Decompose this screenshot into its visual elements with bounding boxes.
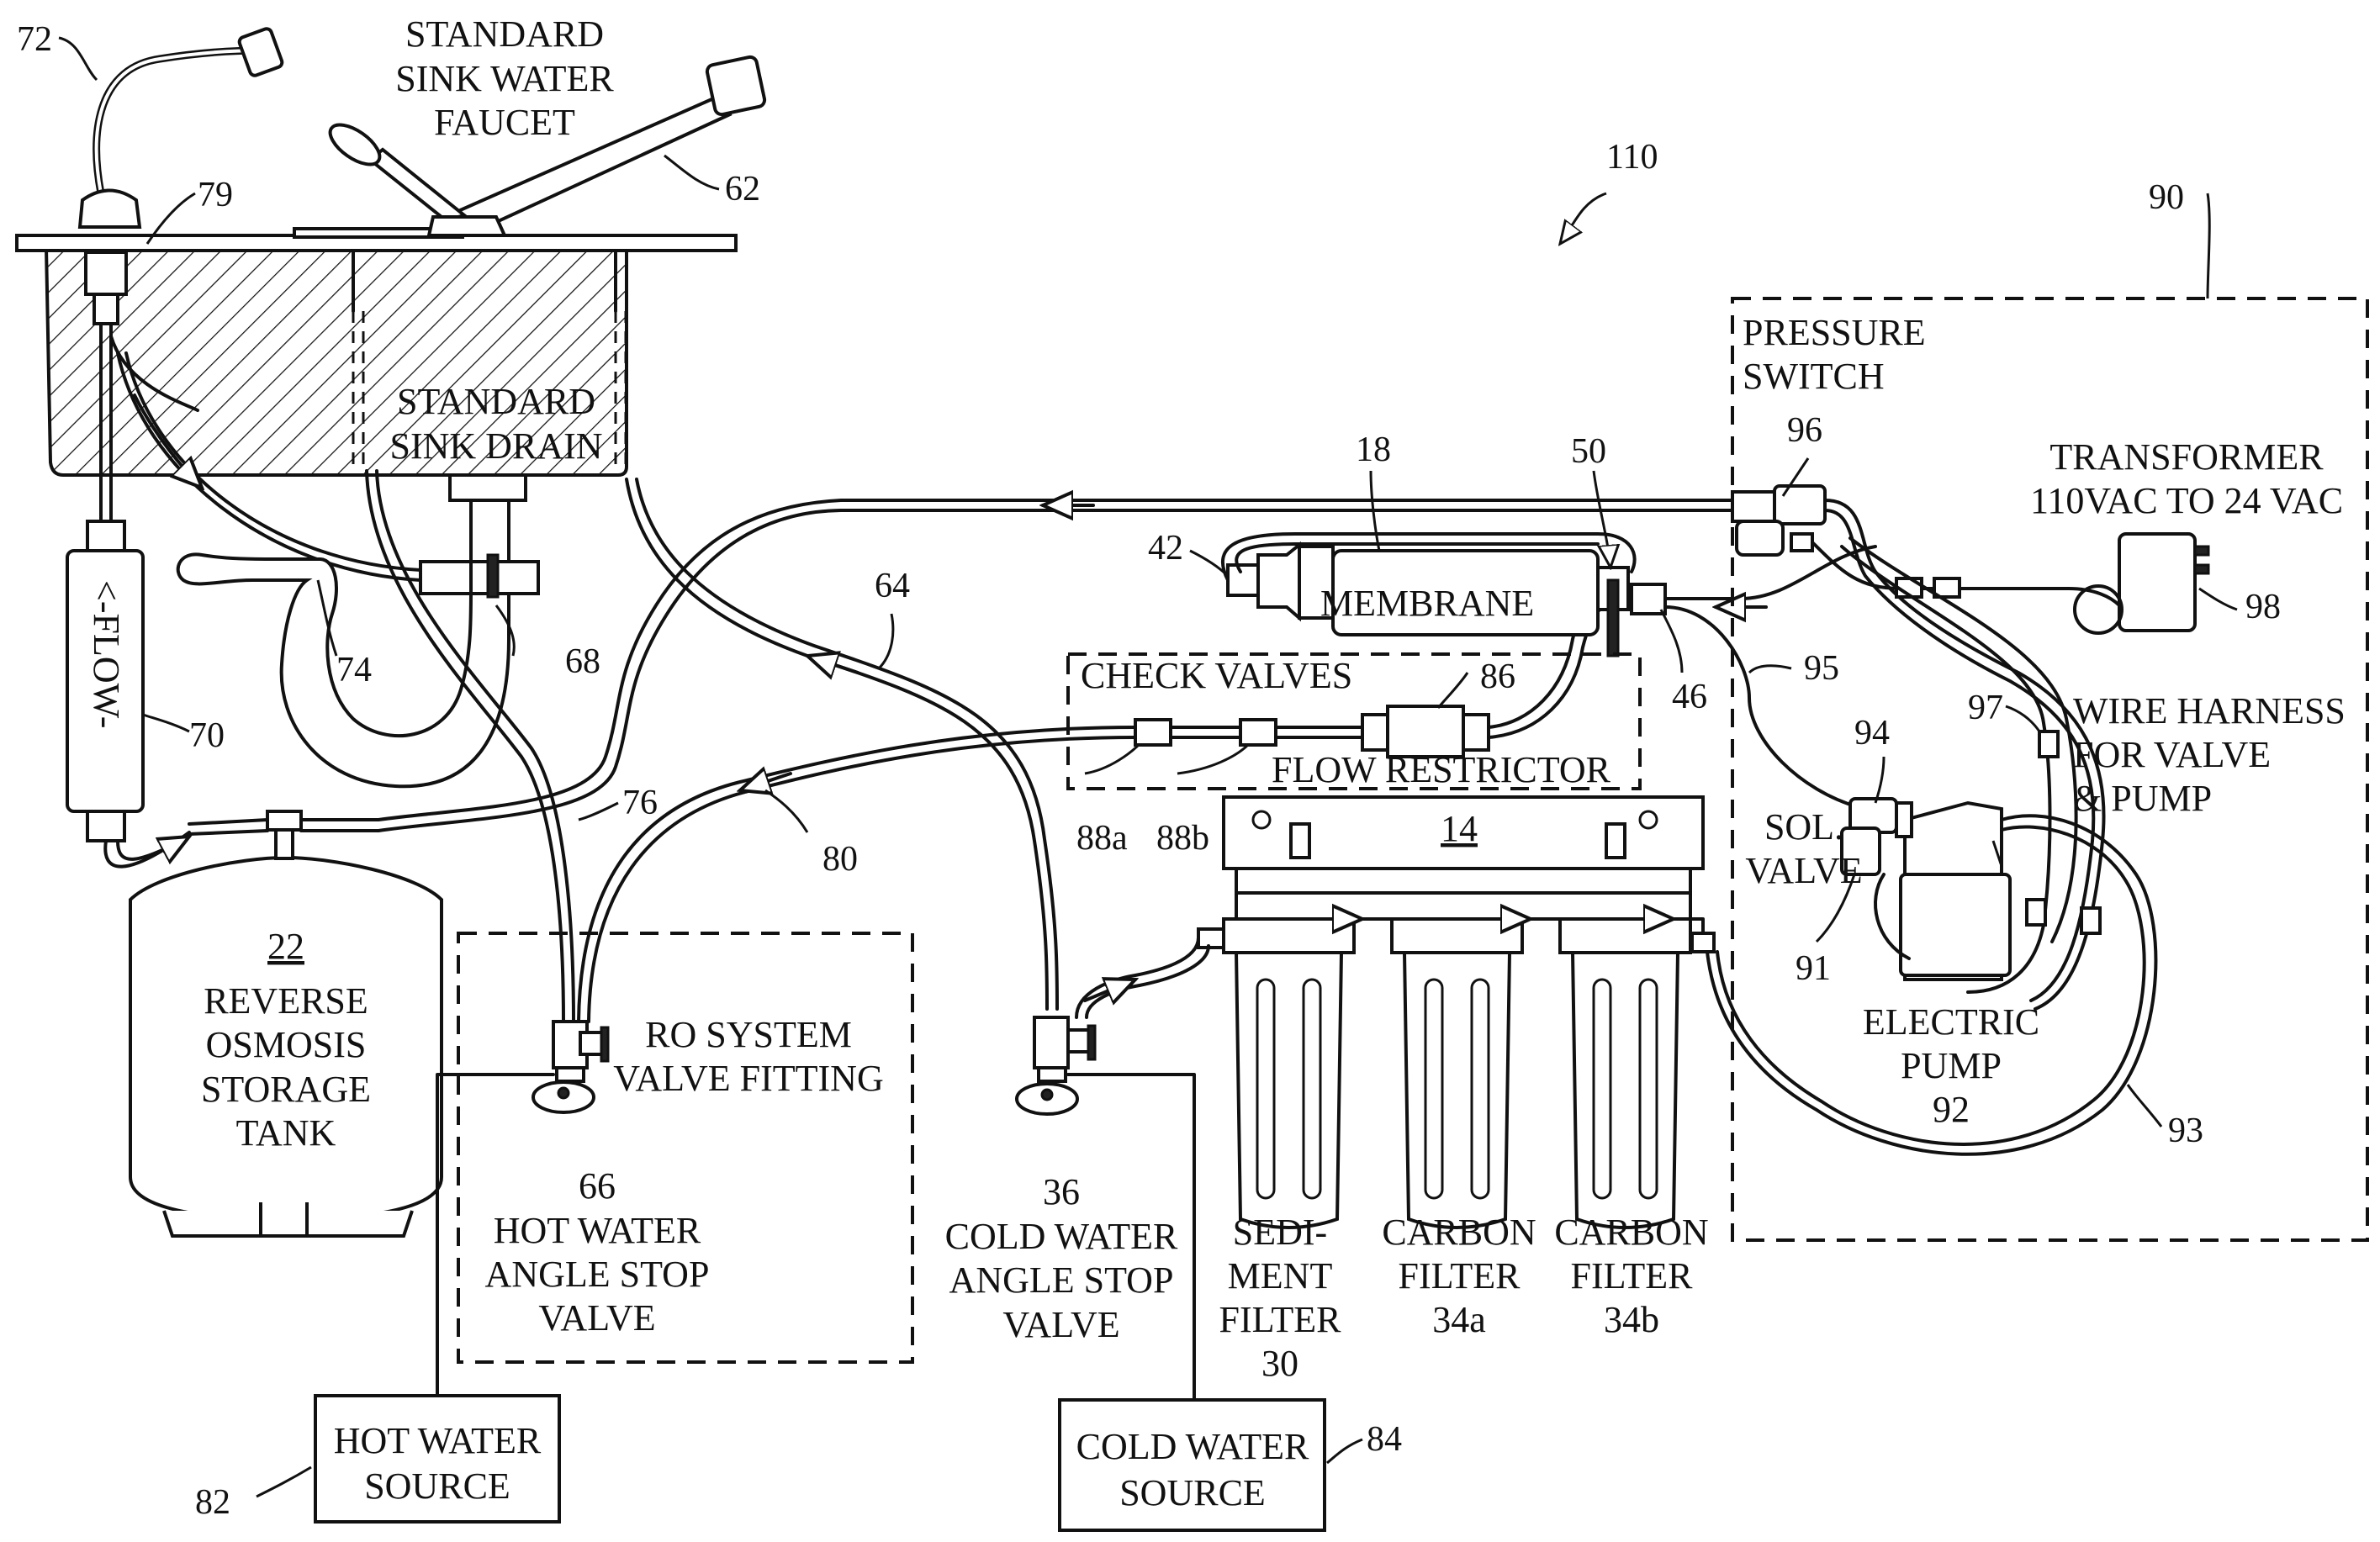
ref-96: 96: [1787, 411, 1822, 450]
pressure-switch-label-2: SWITCH: [1743, 356, 1885, 397]
faucet-label-2: SINK WATER: [395, 58, 614, 99]
ref-82: 82: [195, 1483, 230, 1522]
ro-valve-fitting-label-2: VALVE FITTING: [613, 1058, 883, 1099]
hot-water-angle-stop-66: [533, 1022, 608, 1112]
wire-harness-label-2: FOR VALVE: [2073, 734, 2271, 775]
ro-valve-fitting-label-1: RO SYSTEM: [645, 1014, 852, 1055]
cold-angle-stop-number: 36: [1043, 1171, 1080, 1212]
ref-79: 79: [198, 176, 233, 214]
sediment-filter-label-1: SEDI-: [1233, 1212, 1327, 1253]
tank-label-4: TANK: [236, 1112, 336, 1154]
faucet-label-3: FAUCET: [434, 102, 575, 143]
cold-angle-stop-line-2: ANGLE STOP: [949, 1259, 1174, 1301]
ro-valve-fitting-box: [458, 933, 912, 1362]
ref-68: 68: [565, 642, 600, 681]
ref-98: 98: [2245, 588, 2281, 626]
ref-62: 62: [725, 170, 760, 209]
carbon-filter-a-label-2: FILTER: [1398, 1255, 1521, 1296]
carbon-filter-a-label-3: 34a: [1432, 1299, 1486, 1340]
drain-label-2: SINK DRAIN: [390, 425, 603, 467]
ref-72: 72: [17, 20, 52, 59]
ref-94: 94: [1854, 714, 1890, 753]
membrane-label: MEMBRANE: [1320, 583, 1534, 624]
faucet-label-1: STANDARD: [405, 13, 604, 55]
pressure-switch-96: [1732, 486, 1825, 555]
cold-angle-stop-line-1: COLD WATER: [945, 1216, 1178, 1257]
transformer-label-1: TRANSFORMER: [2049, 436, 2324, 478]
electric-pump-label-3: 92: [1933, 1089, 1970, 1130]
carbon-filter-b-label-1: CARBON: [1554, 1212, 1708, 1253]
cold-angle-stop-line-3: VALVE: [1002, 1304, 1119, 1345]
carbon-filter-a-label-1: CARBON: [1382, 1212, 1536, 1253]
manifold-number: 14: [1441, 808, 1478, 849]
carbon-filter-b-label-3: 34b: [1604, 1299, 1659, 1340]
hot-water-source-box: HOT WATER SOURCE: [315, 1396, 559, 1522]
carbon-filter-34a: [1392, 919, 1522, 1228]
transformer-98: [2075, 534, 2208, 633]
cold-source-line-2: SOURCE: [1119, 1472, 1266, 1513]
tank-label-2: OSMOSIS: [206, 1024, 367, 1065]
flow-restrictor-label: FLOW RESTRICTOR: [1272, 749, 1611, 790]
sediment-filter-30: [1224, 919, 1354, 1228]
ref-18: 18: [1356, 430, 1391, 469]
electric-pump-92: [1896, 803, 2010, 980]
transformer-label-2: 110VAC TO 24 VAC: [2030, 480, 2343, 521]
wire-harness-label-3: & PUMP: [2073, 778, 2212, 819]
ref-42: 42: [1148, 529, 1183, 568]
ref-88a: 88a: [1076, 819, 1128, 858]
sol-valve-label-1: SOL.: [1764, 806, 1843, 848]
ref-91: 91: [1796, 949, 1831, 988]
sediment-filter-label-4: 30: [1261, 1343, 1298, 1384]
ref-86: 86: [1480, 657, 1515, 696]
ref-97: 97: [1968, 689, 2003, 727]
cold-water-source-box: COLD WATER SOURCE: [1060, 1400, 1325, 1530]
storage-tank: 22 REVERSE OSMOSIS STORAGE TANK: [130, 811, 442, 1236]
flow-label: <-FLOW-: [86, 580, 127, 728]
membrane-housing: MEMBRANE: [1228, 545, 1665, 656]
ref-50: 50: [1571, 432, 1606, 471]
sediment-filter-label-2: MENT: [1228, 1255, 1333, 1296]
hot-angle-stop-line-1: HOT WATER: [494, 1210, 701, 1251]
hot-source-line-2: SOURCE: [364, 1465, 510, 1507]
pressure-switch-label-1: PRESSURE: [1743, 312, 1926, 353]
filter-manifold: 14: [1224, 797, 1703, 919]
ref-74: 74: [336, 651, 372, 689]
electric-pump-label-1: ELECTRIC: [1863, 1001, 2039, 1043]
ref-80: 80: [822, 840, 858, 879]
post-filter-70: <-FLOW-: [67, 521, 143, 841]
ref-90: 90: [2149, 178, 2184, 217]
sol-valve-label-2: VALVE: [1745, 850, 1862, 891]
ref-93: 93: [2168, 1112, 2203, 1150]
ref-64: 64: [875, 567, 910, 605]
carbon-filter-b-label-2: FILTER: [1570, 1255, 1693, 1296]
sink-drain-neck: [450, 475, 526, 500]
hot-angle-stop-line-2: ANGLE STOP: [485, 1254, 710, 1295]
cold-water-angle-stop-36: [1017, 1017, 1095, 1114]
ref-70: 70: [189, 716, 225, 755]
wire-harness-label-1: WIRE HARNESS: [2073, 690, 2346, 731]
hot-angle-stop-number: 66: [579, 1165, 616, 1207]
tank-number: 22: [267, 926, 304, 967]
cold-source-line-1: COLD WATER: [1076, 1426, 1309, 1467]
ref-95: 95: [1804, 649, 1839, 688]
ref-84: 84: [1367, 1420, 1402, 1459]
ref-76: 76: [622, 784, 658, 822]
hot-source-line-1: HOT WATER: [334, 1420, 542, 1461]
check-valves-label: CHECK VALVES: [1081, 655, 1352, 696]
drain-label-1: STANDARD: [397, 381, 595, 422]
ref-110: 110: [1606, 138, 1658, 177]
carbon-filter-34b: [1560, 919, 1690, 1228]
sediment-filter-label-3: FILTER: [1219, 1299, 1341, 1340]
hot-angle-stop-line-3: VALVE: [538, 1297, 655, 1339]
electric-pump-label-2: PUMP: [1901, 1045, 2002, 1086]
tank-label-3: STORAGE: [201, 1069, 371, 1110]
ref-88b: 88b: [1156, 819, 1209, 858]
ref-46: 46: [1672, 678, 1707, 716]
tank-label-1: REVERSE: [204, 980, 368, 1022]
p-trap: [178, 500, 538, 786]
